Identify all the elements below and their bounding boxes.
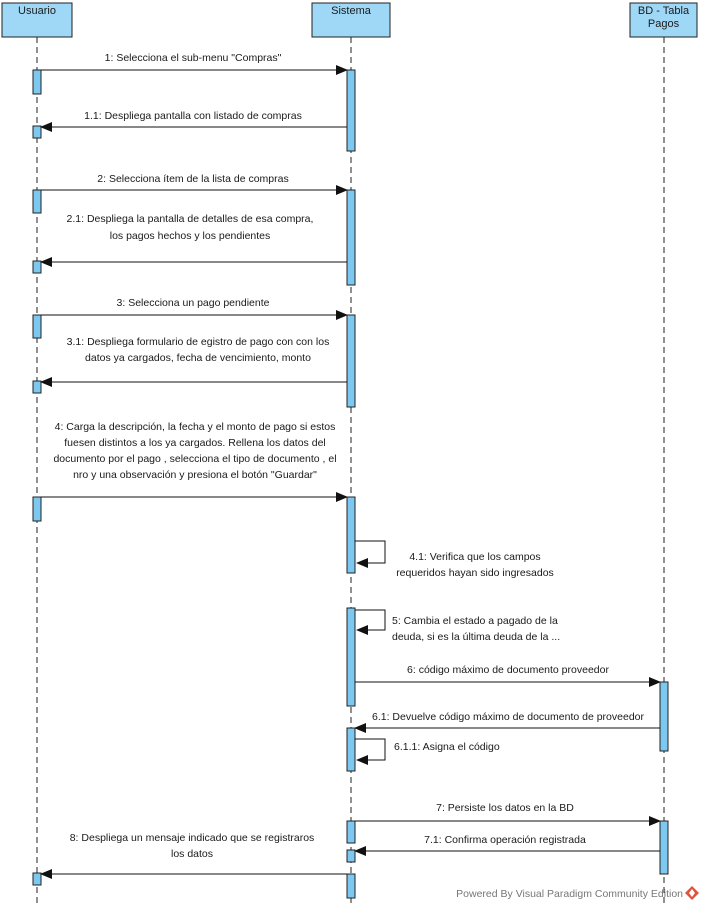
activation-bar <box>346 69 356 152</box>
message-m6[interactable]: 6: código máximo de documento proveedor <box>355 664 661 687</box>
message-label: documento por el pago , selecciona el ti… <box>53 453 336 465</box>
footer-credit: Powered By Visual Paradigm Community Edi… <box>456 888 683 900</box>
activation-bar <box>32 125 42 139</box>
message-m7[interactable]: 7: Persiste los datos en la BD <box>355 802 661 826</box>
participant-label: Pagos <box>648 18 680 30</box>
message-label: 1.1: Despliega pantalla con listado de c… <box>84 110 302 122</box>
activation-bar <box>346 607 356 707</box>
message-label: 4: Carga la descripción, la fecha y el m… <box>55 421 336 433</box>
message-m11[interactable]: 1.1: Despliega pantalla con listado de c… <box>40 110 347 132</box>
message-label: 6: código máximo de documento proveedor <box>407 664 609 676</box>
activation-bar <box>32 496 42 522</box>
message-label: nro y una observación y presiona el botó… <box>73 469 317 481</box>
message-m5[interactable]: 5: Cambia el estado a pagado de la deuda,… <box>355 609 560 643</box>
message-label: 4.1: Verifica que los campos <box>409 551 540 563</box>
participant-sistema[interactable]: Sistema <box>311 2 391 38</box>
message-label: fuesen distintos a los ya cargados. Rell… <box>64 437 326 449</box>
participant-label: BD - Tabla <box>638 5 690 17</box>
message-label: deuda, si es la última deuda de la ... <box>392 631 560 643</box>
message-label: 5: Cambia el estado a pagado de la <box>392 615 558 627</box>
visual-paradigm-logo-icon <box>685 886 699 900</box>
message-m71[interactable]: 7.1: Confirma operación registrada <box>354 834 660 856</box>
message-label: 1: Selecciona el sub-menu "Compras" <box>105 52 282 64</box>
activation-bar <box>346 873 356 899</box>
message-label: datos ya cargados, fecha de vencimiento,… <box>85 352 311 364</box>
message-m1[interactable]: 1: Selecciona el sub-menu "Compras" <box>41 52 348 75</box>
message-m41[interactable]: 4.1: Verifica que los campos requeridos h… <box>355 540 554 579</box>
message-label: 6.1: Devuelve código máximo de documento… <box>372 711 644 723</box>
message-label: los datos <box>171 848 213 860</box>
message-label: 2.1: Despliega la pantalla de detalles d… <box>67 213 314 225</box>
activation-bar <box>32 260 42 274</box>
participant-label: Usuario <box>18 5 56 17</box>
activation-bar <box>659 681 669 752</box>
message-m31[interactable]: 3.1: Despliega formulario de egistro de … <box>40 336 347 387</box>
message-label: 6.1.1: Asigna el código <box>394 741 500 753</box>
message-label: 8: Despliega un mensaje indicado que se … <box>70 832 315 844</box>
message-m3[interactable]: 3: Selecciona un pago pendiente <box>41 297 348 320</box>
message-m2[interactable]: 2: Selecciona ítem de la lista de compra… <box>41 173 348 195</box>
message-m8[interactable]: 8: Despliega un mensaje indicado que se … <box>40 832 347 879</box>
message-label: 2: Selecciona ítem de la lista de compra… <box>97 173 288 185</box>
activation-bar <box>659 820 669 875</box>
message-label: 7: Persiste los datos en la BD <box>436 802 574 814</box>
participant-label: Sistema <box>331 5 372 17</box>
message-m611[interactable]: 6.1.1: Asigna el código <box>355 738 500 765</box>
activation-bar <box>346 727 356 772</box>
activation-bar <box>32 314 42 339</box>
activation-bar <box>346 189 356 286</box>
participant-usuario[interactable]: Usuario <box>1 2 73 38</box>
message-label: 3: Selecciona un pago pendiente <box>117 297 270 309</box>
self-message-arrow <box>355 540 386 568</box>
activation-bar <box>32 872 42 886</box>
activation-bar <box>32 380 42 394</box>
message-label: requeridos hayan sido ingresados <box>396 567 554 579</box>
activation-bar <box>32 69 42 95</box>
message-m61[interactable]: 6.1: Devuelve código máximo de documento… <box>354 711 660 733</box>
activation-bar <box>346 820 356 844</box>
self-message-arrow <box>355 738 386 765</box>
activation-bar <box>346 496 356 574</box>
message-label: 3.1: Despliega formulario de egistro de … <box>67 336 330 348</box>
self-message-arrow <box>355 609 386 635</box>
activation-bar <box>32 189 42 214</box>
message-label: los pagos hechos y los pendientes <box>110 230 271 242</box>
message-label: 7.1: Confirma operación registrada <box>424 834 586 846</box>
activation-bar <box>346 849 356 863</box>
message-m4[interactable]: 4: Carga la descripción, la fecha y el m… <box>41 421 348 502</box>
activation-bar <box>346 314 356 408</box>
message-m21[interactable]: 2.1: Despliega la pantalla de detalles d… <box>40 213 347 267</box>
